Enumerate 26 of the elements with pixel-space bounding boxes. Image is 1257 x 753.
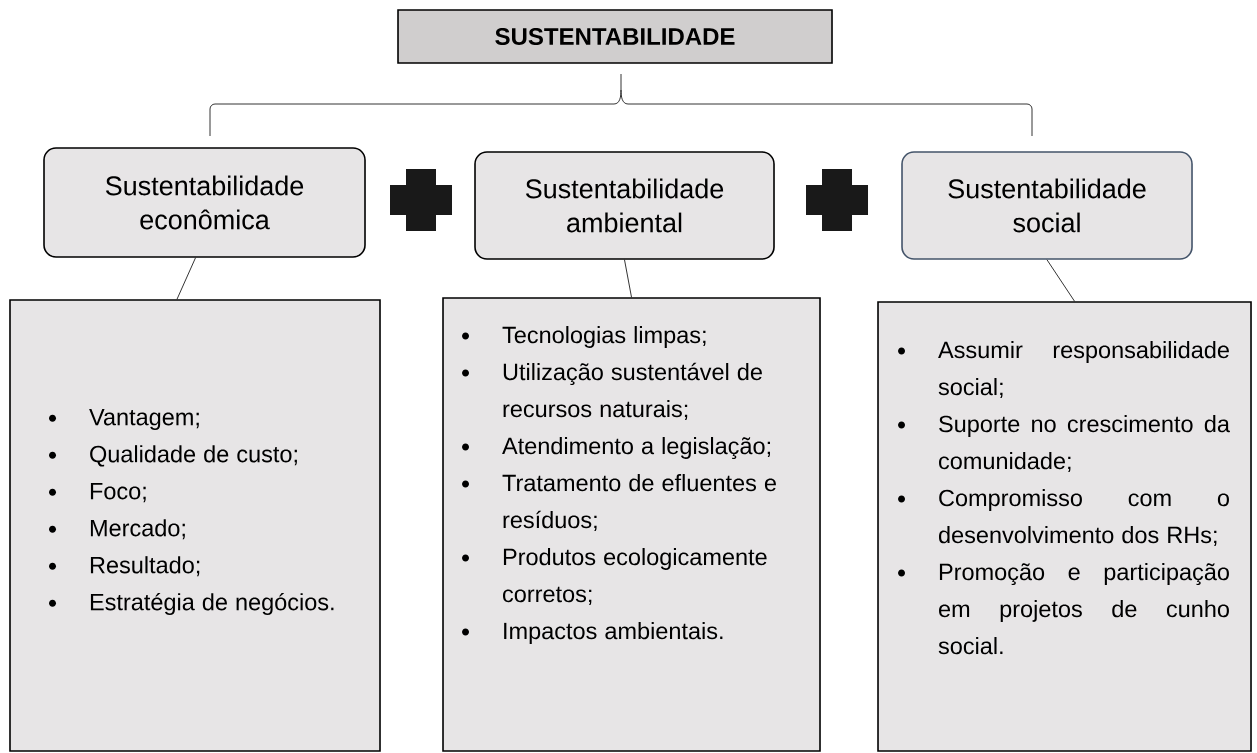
title-box: SUSTENTABILIDADE [397, 9, 833, 64]
list-item: Produtos ecologicamente corretos; [503, 548, 767, 606]
list-item: Tratamento de efluentes e resíduos; [502, 474, 776, 532]
list-item: Promoção e participação em projetos de cunho social. [938, 563, 1229, 655]
list-item: Impactos ambientais. [504, 622, 723, 644]
list-box [9, 299, 381, 752]
list-item: Resultado; [90, 556, 200, 577]
list-item: Assumir responsabilidade social; [938, 341, 1229, 399]
list-item: Suporte no crescimento da comunidade; [939, 415, 1230, 473]
list-box [877, 301, 1252, 752]
connector-line [624, 259, 632, 298]
list-item: Atendimento a legislação; [502, 437, 770, 459]
category-box: Sustentabilidade econômica [43, 147, 366, 258]
list-item: Mercado; [90, 519, 185, 540]
list-item: Utilização sustentável de recursos naturais; [503, 362, 762, 421]
category-box: Sustentabilidade social [901, 151, 1193, 260]
connector-line [1046, 259, 1075, 302]
list-item: Compromisso com o desenvolvimento dos RHs; [939, 489, 1229, 547]
list-item: Estratégia de negócios. [90, 592, 334, 616]
list-item: Tecnologias limpas; [502, 326, 706, 348]
list-item: Foco; [90, 483, 146, 503]
list-box [442, 297, 821, 752]
category-box: Sustentabilidade ambiental [474, 151, 775, 260]
list-item: Vantagem; [89, 409, 199, 431]
list-item: Qualidade de custo; [90, 445, 297, 467]
connector-line [176, 257, 196, 300]
